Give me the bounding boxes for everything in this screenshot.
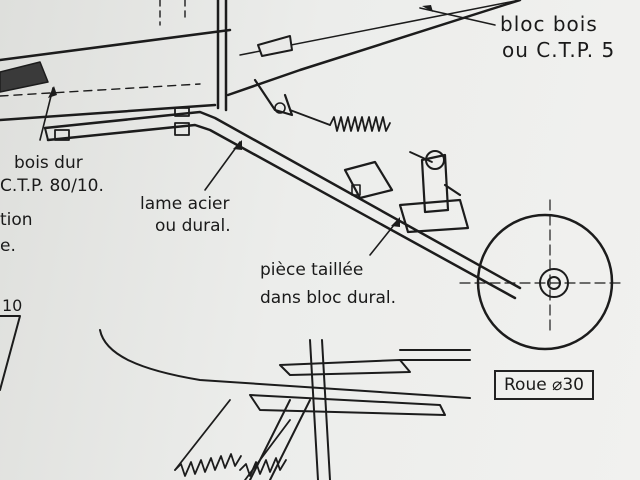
piece-taillee-label: pièce taillée <box>260 260 364 280</box>
lower-springs <box>174 399 291 480</box>
ctp-label: ou C.T.P. 5 <box>502 38 616 62</box>
dural-block <box>343 150 470 234</box>
ou-dural-label: ou dural. <box>155 216 231 236</box>
lower-assembly <box>99 329 471 480</box>
leaf-spring <box>43 107 522 300</box>
dans-bloc-label: dans bloc dural. <box>260 288 397 308</box>
roue-label: Roue ⌀30 <box>494 370 594 400</box>
coil-spring <box>289 109 433 163</box>
e-fragment: e. <box>0 236 16 256</box>
ten-fragment: 10 <box>2 296 23 315</box>
fuselage-block <box>0 0 522 122</box>
ctp-80-label: C.T.P. 80/10. <box>0 176 104 196</box>
lame-acier-label: lame acier <box>140 194 230 214</box>
wheel <box>459 199 621 351</box>
bois-dur-label: bois dur <box>14 153 83 173</box>
direction-arrow <box>0 61 49 93</box>
tion-fragment: tion <box>0 210 33 230</box>
bloc-bois-label: bloc bois <box>500 12 598 36</box>
